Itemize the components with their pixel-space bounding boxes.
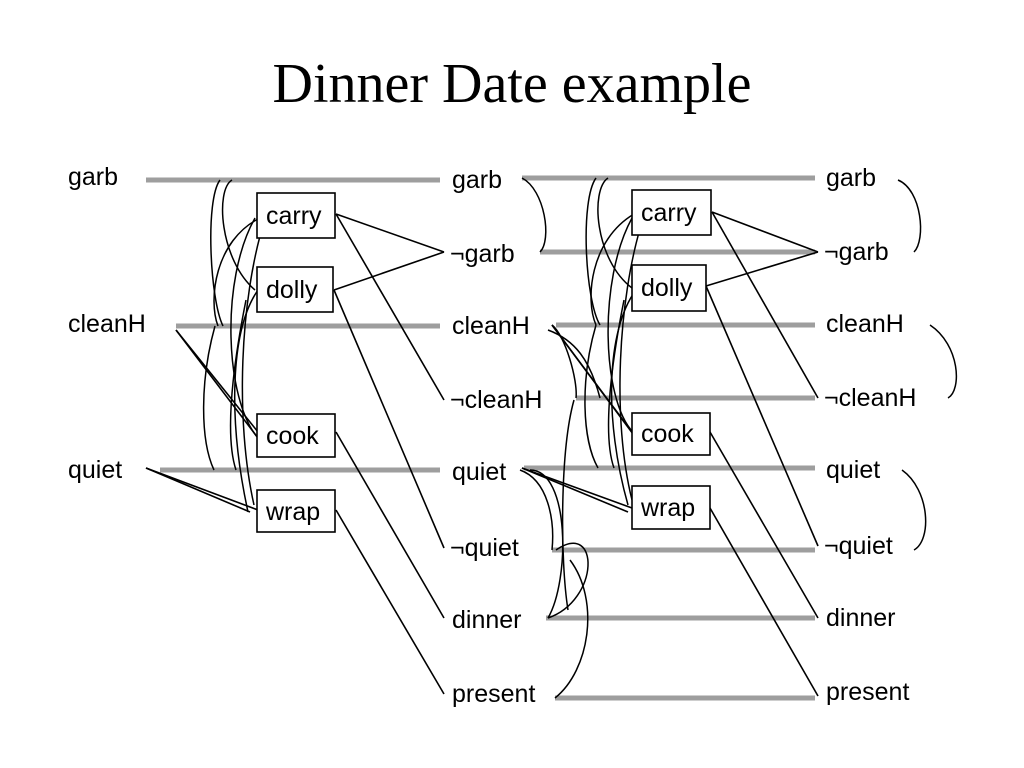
action-carry-1: carry <box>256 192 336 239</box>
prop-garb-2: garb <box>826 164 876 192</box>
negation-symbol: ¬ <box>824 384 839 412</box>
svg-text:dolly: dolly <box>641 274 693 302</box>
prop-notquiet-1: ¬quiet <box>450 534 519 562</box>
prop-garb-0: garb <box>68 163 118 191</box>
negation-symbol: ¬ <box>824 238 839 266</box>
prop-dinner-2: dinner <box>826 604 896 632</box>
prop-notquiet-2: ¬quiet <box>824 532 893 560</box>
prop-present-2: present <box>826 678 909 706</box>
prop-cleanH-0: cleanH <box>68 310 146 338</box>
action-dolly-2: dolly <box>631 264 707 312</box>
prop-notgarb-1: ¬garb <box>450 240 515 268</box>
proposition-labels-level2: garb ¬garb cleanH ¬cleanH quiet ¬quiet d… <box>824 164 916 706</box>
negation-symbol: ¬ <box>450 386 465 414</box>
action-cook-1: cook <box>256 413 336 458</box>
prop-quiet-2: quiet <box>826 456 880 484</box>
mutex-arcs-level2 <box>519 177 958 699</box>
persistence-bars <box>146 175 815 701</box>
action-nodes-level2: carry dolly cook wrap <box>631 189 712 530</box>
mutex-arcs-level1 <box>202 179 265 513</box>
negation-symbol: ¬ <box>450 240 465 268</box>
prop-notcleanH-1: ¬cleanH <box>450 386 542 414</box>
svg-text:carry: carry <box>266 202 322 230</box>
svg-text:carry: carry <box>641 199 697 227</box>
action-wrap-2: wrap <box>631 485 711 530</box>
negation-symbol: ¬ <box>824 532 839 560</box>
action-links-level2 <box>521 211 819 697</box>
svg-text:dolly: dolly <box>266 276 318 304</box>
action-carry-2: carry <box>631 189 712 236</box>
svg-text:wrap: wrap <box>640 494 695 522</box>
action-wrap-1: wrap <box>256 489 336 533</box>
prop-quiet-0: quiet <box>68 456 122 484</box>
page-title: Dinner Date example <box>272 53 752 115</box>
prop-garb-1: garb <box>452 166 502 194</box>
prop-quiet-1: quiet <box>452 458 506 486</box>
prop-cleanH-2: cleanH <box>826 310 904 338</box>
prop-present-1: present <box>452 680 535 708</box>
action-links-level1 <box>145 213 445 695</box>
action-cook-2: cook <box>631 412 711 456</box>
prop-notcleanH-2: ¬cleanH <box>824 384 916 412</box>
prop-notgarb-2: ¬garb <box>824 238 889 266</box>
proposition-labels-level0: garb cleanH quiet <box>68 163 146 484</box>
prop-cleanH-1: cleanH <box>452 312 530 340</box>
proposition-labels-level1: garb ¬garb cleanH ¬cleanH quiet ¬quiet d… <box>450 166 542 708</box>
negation-symbol: ¬ <box>450 534 465 562</box>
svg-text:cook: cook <box>641 420 694 448</box>
svg-text:wrap: wrap <box>265 498 320 526</box>
prop-dinner-1: dinner <box>452 606 522 634</box>
action-nodes-level1: carry dolly cook wrap <box>256 192 336 533</box>
svg-text:cook: cook <box>266 422 319 450</box>
action-dolly-1: dolly <box>256 266 334 313</box>
